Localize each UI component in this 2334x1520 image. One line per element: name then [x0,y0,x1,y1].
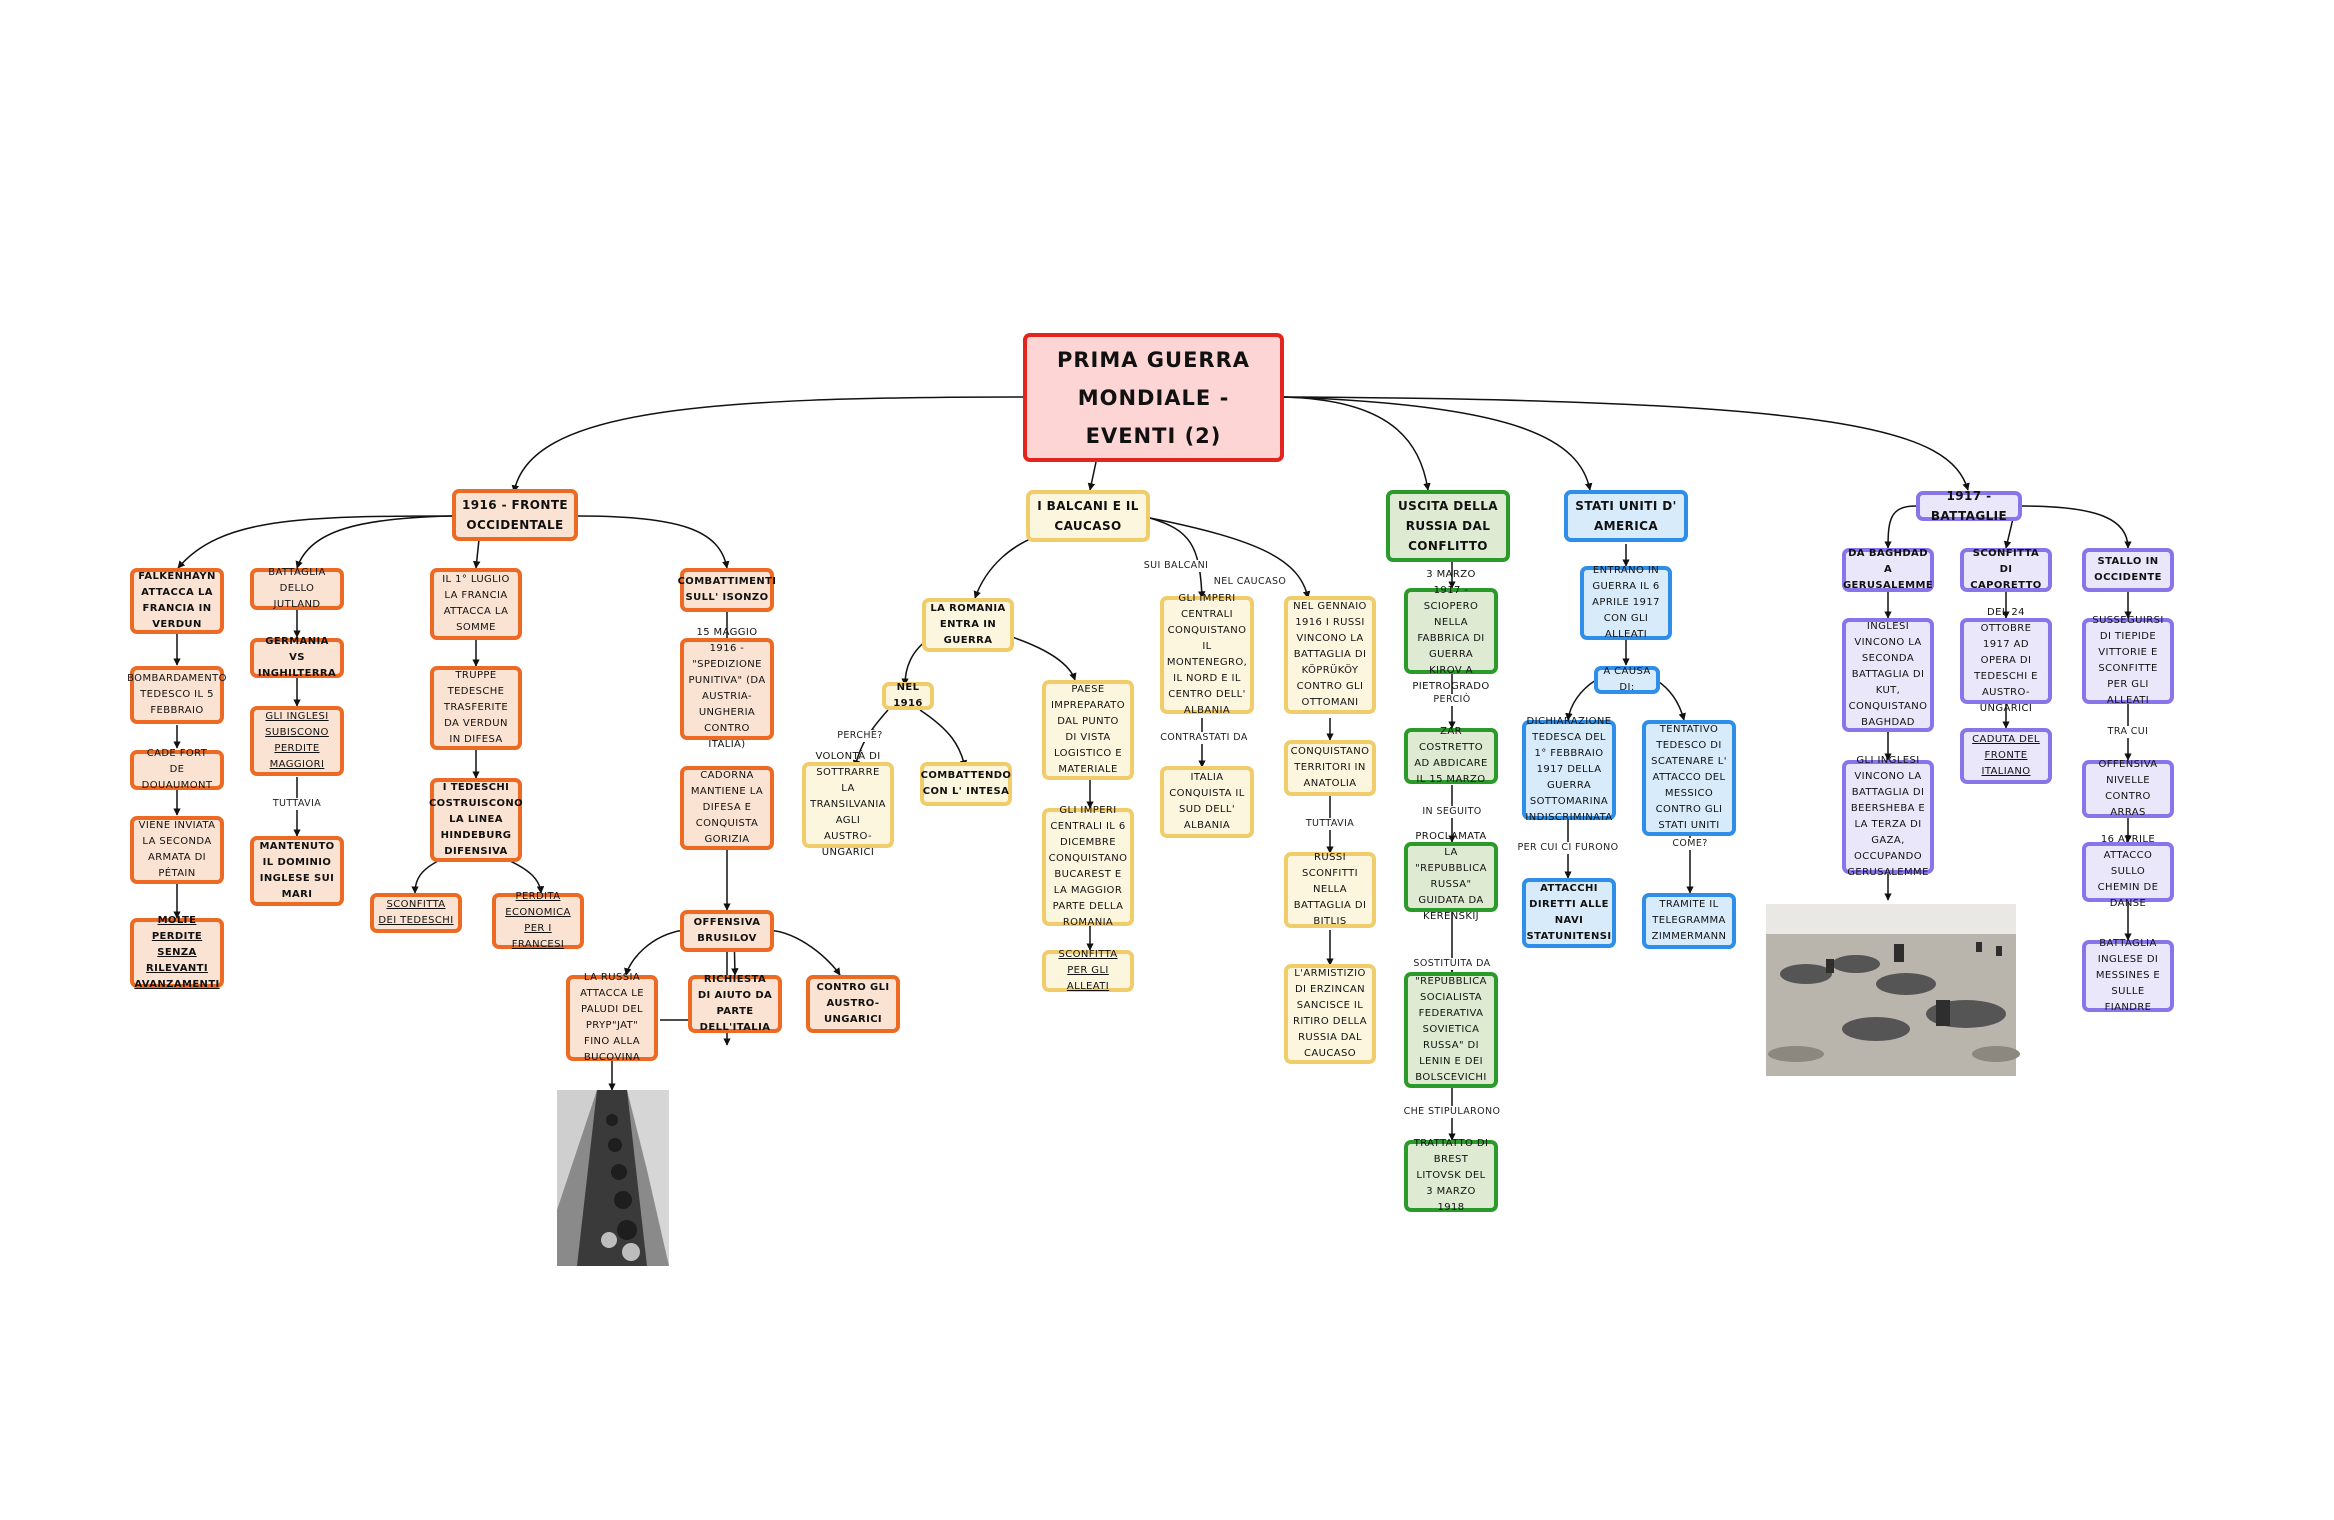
node-linea-hindeburg[interactable]: I TEDESCHI COSTRUISCONO LA LINEA HINDEBU… [429,778,523,862]
node-bitlis[interactable]: RUSSI SCONFITTI NELLA BATTAGLIA DI BITLI… [1284,852,1376,928]
node-spedizione-punitiva[interactable]: 15 MAGGIO 1916 - "SPEDIZIONE PUNITIVA" (… [680,627,774,750]
node-telegramma-zimmermann[interactable]: TRAMITE IL TELEGRAMMA ZIMMERMANN [1642,893,1736,949]
label-tuttavia-1: TUTTAVIA [270,798,324,810]
node-falkenhayn[interactable]: FALKENHAYN ATTACCA LA FRANCIA IN VERDUN [130,568,224,634]
node-caporetto[interactable]: SCONFITTA DI CAPORETTO [1960,548,2052,592]
node-dichiarazione-tedesca[interactable]: DICHIARAZIONE TEDESCA DEL 1° FEBBRAIO 19… [1522,716,1616,823]
node-isonzo[interactable]: COMBATTIMENTI SULL' ISONZO [678,568,776,612]
node-truppe-tedesche[interactable]: TRUPPE TEDESCHE TRASFERITE DA VERDUN IN … [430,666,522,750]
node-sciopero[interactable]: 3 MARZO 1917 - SCIOPERO NELLA FABBRICA D… [1404,569,1498,692]
node-24-ottobre[interactable]: DEL 24 OTTOBRE 1917 AD OPERA DI TEDESCHI… [1960,607,2052,714]
branch-fronte-occidentale[interactable]: 1916 - FRONTE OCCIDENTALE [452,489,578,541]
node-baghdad[interactable]: DA BAGHDAD A GERUSALEMME [1842,548,1934,592]
node-tentativo-messico[interactable]: TENTATIVO TEDESCO DI SCATENARE L' ATTACC… [1642,720,1736,836]
node-molte-perdite[interactable]: MOLTE PERDITE SENZA RILEVANTI AVANZAMENT… [130,915,224,990]
node-entrano-guerra[interactable]: ENTRANO IN GUERRA IL 6 APRILE 1917 CON G… [1580,565,1672,640]
node-jutland[interactable]: BATTAGLIA DELLO JUTLAND [250,567,344,610]
node-bombardamento[interactable]: BOMBARDAMENTO TEDESCO IL 5 FEBBRAIO [127,666,227,724]
node-dominio-mari[interactable]: MANTENUTO IL DOMINIO INGLESE SUI MARI [250,836,344,906]
node-stallo-occidente[interactable]: STALLO IN OCCIDENTE [2082,548,2174,592]
label-perche: PERCHÈ? [835,730,885,742]
node-koprukoy[interactable]: NEL GENNAIO 1916 I RUSSI VINCONO LA BATT… [1284,596,1376,714]
node-zar-abdica[interactable]: ZAR COSTRETTO AD ABDICARE IL 15 MARZO [1404,726,1498,785]
branch-stati-uniti[interactable]: STATI UNITI D' AMERICA [1564,490,1688,542]
label-sostituita: SOSTITUITA DA [1411,958,1493,970]
node-imperi-bucarest[interactable]: GLI IMPERI CENTRALI IL 6 DICEMBRE CONQUI… [1042,805,1134,928]
label-stipularono: CHE STIPULARONO [1401,1106,1503,1118]
root-node[interactable]: PRIMA GUERRA MONDIALE - EVENTI (2) [1023,333,1284,462]
label-contrastati: CONTRASTATI DA [1158,732,1250,744]
node-inglesi-perdite[interactable]: GLI INGLESI SUBISCONO PERDITE MAGGIORI [250,706,344,776]
label-come: COME? [1670,838,1710,850]
node-gaza[interactable]: GLI INGLESI VINCONO LA BATTAGLIA DI BEER… [1842,755,1934,878]
label-sui-balcani: SUI BALCANI [1141,560,1211,572]
node-italia-albania[interactable]: ITALIA CONQUISTA IL SUD DELL' ALBANIA [1160,766,1254,838]
node-paese-impreparato[interactable]: PAESE IMPREPARATO DAL PUNTO DI VISTA LOG… [1042,680,1134,780]
branch-uscita-russia[interactable]: USCITA DELLA RUSSIA DAL CONFLITTO [1386,490,1510,562]
node-imperi-montenegro[interactable]: GLI IMPERI CENTRALI CONQUISTANO IL MONTE… [1160,593,1254,716]
node-erzincan[interactable]: L'ARMISTIZIO DI ERZINCAN SANCISCE IL RIT… [1284,964,1376,1064]
battlefield-photo [1766,904,2020,1076]
node-kut[interactable]: INGLESI VINCONO LA SECONDA BATTAGLIA DI … [1842,618,1934,732]
node-susseguirsi[interactable]: SUSSEGUIRSI DI TIEPIDE VITTORIE E SCONFI… [2082,615,2174,706]
node-sconfitta-tedeschi[interactable]: SCONFITTA DEI TEDESCHI [370,893,462,933]
label-in-seguito: IN SEGUITO [1420,806,1484,818]
label-tra-cui: TRA CUI [2105,726,2151,738]
label-percio: PERCIÒ [1431,694,1473,706]
label-nel-caucaso: NEL CAUCASO [1211,576,1289,588]
node-caduta-fronte[interactable]: CADUTA DEL FRONTE ITALIANO [1960,728,2052,784]
node-messines[interactable]: BATTAGLIA INGLESE DI MESSINES E SULLE FI… [2082,938,2174,1013]
branch-balcani-caucaso[interactable]: I BALCANI E IL CAUCASO [1026,490,1150,542]
node-perdita-francesi[interactable]: PERDITA ECONOMICA PER I FRANCESI [492,891,584,950]
trench-photo [557,1090,669,1266]
node-russia-attacca[interactable]: LA RUSSIA ATTACCA LE PALUDI DEL PRYP"JAT… [566,972,658,1063]
node-attacchi-navi[interactable]: ATTACCHI DIRETTI ALLE NAVI STATUNITENSI [1522,878,1616,948]
node-volonta-transilvania[interactable]: VOLONTÀ DI SOTTRARRE LA TRANSILVANIA AGL… [802,751,894,858]
node-brusilov[interactable]: OFFENSIVA BRUSILOV [680,910,774,952]
node-nel-1916[interactable]: NEL 1916 [882,682,934,710]
node-chemin-de-danse[interactable]: 16 APRILE ATTACCO SULLO CHEMIN DE DANSE [2082,834,2174,909]
node-brest-litovsk[interactable]: TRATTATTO DI BREST LITOVSK DEL 3 MARZO 1… [1404,1138,1498,1213]
node-sconfitta-alleati[interactable]: SCONFITTA PER GLI ALLEATI [1042,949,1134,992]
node-douaumont[interactable]: CADE FORT DE DOUAUMONT [130,748,224,791]
node-repubblica-russa[interactable]: PROCLAMATA LA "REPUBBLICA RUSSA" GUIDATA… [1404,831,1498,922]
root-title: PRIMA GUERRA MONDIALE - EVENTI (2) [1056,347,1251,448]
label-tuttavia-2: TUTTAVIA [1303,818,1357,830]
node-richiesta-aiuto[interactable]: RICHIESTA DI AIUTO DA PARTE DELL'ITALIA [688,974,782,1033]
node-anatolia[interactable]: CONQUISTANO TERRITORI IN ANATOLIA [1284,740,1376,796]
node-petain[interactable]: VIENE INVIATA LA SECONDA ARMATA DI PÉTAI… [130,816,224,884]
node-repubblica-sovietica[interactable]: "REPUBBLICA SOCIALISTA FEDERATIVA SOVIET… [1404,972,1498,1088]
node-cadorna[interactable]: CADORNA MANTIENE LA DIFESA E CONQUISTA G… [680,766,774,850]
node-romania[interactable]: LA ROMANIA ENTRA IN GUERRA [922,598,1014,652]
node-contro-austro[interactable]: CONTRO GLI AUSTRO-UNGARICI [806,975,900,1033]
branch-battaglie-1917[interactable]: 1917 - BATTAGLIE [1916,489,2022,523]
label-per-cui: PER CUI CI FURONO [1515,842,1621,854]
node-a-causa-di[interactable]: A CAUSA DI: [1594,666,1660,694]
node-germania-inghilterra[interactable]: GERMANIA VS INGHILTERRA [250,636,344,679]
node-somme[interactable]: IL 1° LUGLIO LA FRANCIA ATTACCA LA SOMME [430,568,522,640]
node-nivelle[interactable]: OFFENSIVA NIVELLE CONTRO ARRAS [2082,759,2174,818]
node-combattendo-intesa[interactable]: COMBATTENDO CON L' INTESA [920,762,1012,806]
